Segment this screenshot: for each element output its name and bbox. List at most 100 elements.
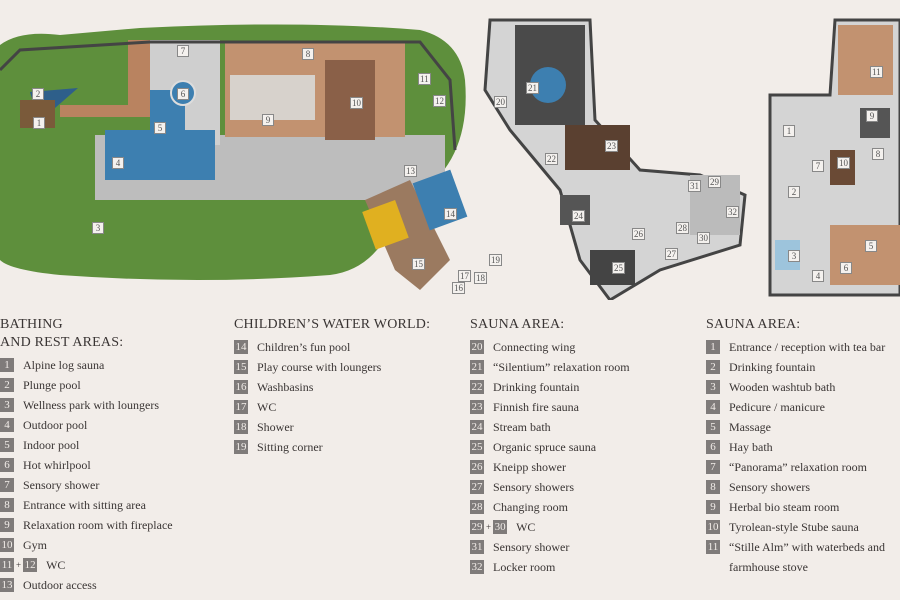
number-badge: 10 [0, 538, 14, 552]
map-marker-3[interactable]: 3 [92, 222, 104, 234]
map-marker-s1[interactable]: 1 [783, 125, 795, 137]
legend-label-text: Outdoor access [23, 578, 97, 592]
legend-label-text: Organic spruce sauna [493, 440, 597, 454]
map-marker-14[interactable]: 14 [444, 208, 457, 220]
legend-label-text: Plunge pool [23, 378, 81, 392]
number-badge: 21 [470, 360, 484, 374]
treatment-rooms [830, 225, 900, 285]
number-badge: 7 [0, 478, 14, 492]
map-marker-21[interactable]: 21 [526, 82, 539, 94]
map-marker-8[interactable]: 8 [302, 48, 314, 60]
number-badge: 11 [706, 540, 720, 554]
plus-sign: + [486, 522, 492, 532]
map-marker-30[interactable]: 30 [697, 232, 710, 244]
map-marker-31[interactable]: 31 [688, 180, 701, 192]
legend-label-text: WC [46, 558, 66, 572]
number-badge: 20 [470, 340, 484, 354]
map-marker-10[interactable]: 10 [350, 97, 363, 109]
map-marker-27[interactable]: 27 [665, 248, 678, 260]
legend-label: Drinking fountain [729, 360, 815, 374]
map-marker-20[interactable]: 20 [494, 96, 507, 108]
map-marker-16[interactable]: 16 [452, 282, 465, 294]
legend-label-text: Hot whirlpool [23, 458, 91, 472]
map-marker-s2[interactable]: 2 [788, 186, 800, 198]
play-course [362, 200, 409, 250]
legend-label-text: Relaxation room with fireplace [23, 518, 173, 532]
legend-label: Stream bath [493, 420, 551, 434]
map-marker-19[interactable]: 19 [489, 254, 502, 266]
map-marker-s7[interactable]: 7 [812, 160, 824, 172]
map-marker-26[interactable]: 26 [632, 228, 645, 240]
map-marker-s9[interactable]: 9 [866, 110, 878, 122]
map-marker-25[interactable]: 25 [612, 262, 625, 274]
map-marker-18[interactable]: 18 [474, 272, 487, 284]
map-marker-s8[interactable]: 8 [872, 148, 884, 160]
number-badge: 6 [706, 440, 720, 454]
map-marker-24[interactable]: 24 [572, 210, 585, 222]
number-badge: 27 [470, 480, 484, 494]
map-marker-28[interactable]: 28 [676, 222, 689, 234]
legend-item: 17 WC [234, 400, 464, 420]
number-badge: 8 [0, 498, 14, 512]
legend-label: Sensory shower [23, 478, 99, 492]
map-marker-9[interactable]: 9 [262, 114, 274, 126]
legend-label: Plunge pool [23, 378, 81, 392]
map-marker-s3[interactable]: 3 [788, 250, 800, 262]
legend-label-text: Drinking fountain [729, 360, 816, 374]
legend-label-text: Gym [23, 538, 47, 552]
map-marker-s11[interactable]: 11 [870, 66, 883, 78]
map-marker-1[interactable]: 1 [33, 117, 45, 129]
number-badge: 8 [706, 480, 720, 494]
map-marker-29[interactable]: 29 [708, 176, 721, 188]
map-marker-12[interactable]: 12 [433, 95, 446, 107]
map-marker-4[interactable]: 4 [112, 157, 124, 169]
legend-label-text: “Stille Alm” with waterbeds and [729, 540, 885, 554]
map-marker-s4[interactable]: 4 [812, 270, 824, 282]
legend-label-text: Sitting corner [257, 440, 323, 454]
number-badge: 30 [493, 520, 508, 534]
map-marker-11[interactable]: 11 [418, 73, 431, 85]
floor-plan-maps: 2 1 3 4 5 6 7 8 9 10 11 12 13 14 15 16 1… [0, 18, 900, 302]
number-badge: 3 [0, 398, 14, 412]
stille-alm-room [838, 25, 893, 95]
map-marker-s6[interactable]: 6 [840, 262, 852, 274]
map-marker-s5[interactable]: 5 [865, 240, 877, 252]
map-marker-17[interactable]: 17 [458, 270, 471, 282]
number-badge: 19 [234, 440, 248, 454]
map-marker-5[interactable]: 5 [154, 122, 166, 134]
number-badge: 5 [706, 420, 720, 434]
number-badge: 1 [706, 340, 720, 354]
legend-label: Outdoor access [23, 578, 97, 592]
map-marker-15[interactable]: 15 [412, 258, 425, 270]
map-marker-7[interactable]: 7 [177, 45, 189, 57]
legend-label: Play course with loungers [257, 360, 381, 374]
legend-label: Shower [257, 420, 294, 434]
map-marker-6[interactable]: 6 [177, 88, 189, 100]
legend-label: “Panorama” relaxation room [729, 460, 867, 474]
map-marker-23[interactable]: 23 [605, 140, 618, 152]
number-badge: 23 [470, 400, 484, 414]
legend-label-text: WC [257, 400, 277, 414]
map-marker-13[interactable]: 13 [404, 165, 417, 177]
map-marker-22[interactable]: 22 [545, 153, 558, 165]
legend-label-text: “Panorama” relaxation room [729, 460, 867, 474]
number-badge: 17 [234, 400, 248, 414]
map-marker-s10[interactable]: 10 [837, 157, 850, 169]
legend-label-text: Hay bath [729, 440, 773, 454]
map-marker-2[interactable]: 2 [32, 88, 44, 100]
map-marker-32[interactable]: 32 [726, 206, 739, 218]
